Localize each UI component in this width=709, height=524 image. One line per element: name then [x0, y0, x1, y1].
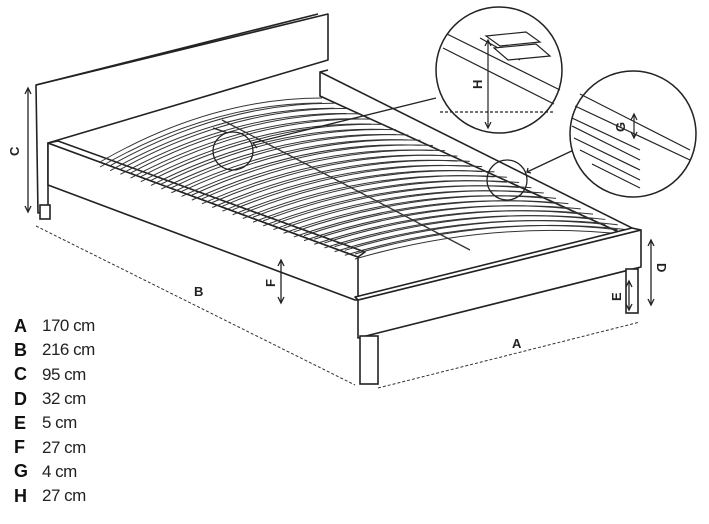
label-c: C: [7, 146, 22, 156]
slat: [130, 118, 359, 179]
slat: [171, 139, 409, 194]
slat: [99, 97, 323, 163]
slat: [201, 149, 446, 200]
slat: [354, 224, 631, 255]
slat: [191, 144, 433, 196]
slat: [181, 139, 421, 192]
dimension-labels: C B A F D E G H: [7, 80, 669, 351]
legend-value: 32 cm: [42, 389, 86, 409]
legend-value: 95 cm: [42, 364, 86, 384]
legend-row: G 4 cm: [14, 460, 154, 484]
slat: [120, 113, 347, 175]
slat: [334, 220, 606, 253]
slat: [150, 128, 384, 186]
slat: [344, 225, 618, 256]
legend-value: 170 cm: [42, 316, 95, 336]
legend-row: H 27 cm: [14, 484, 154, 508]
slat: [212, 154, 458, 203]
legend-letter: E: [14, 412, 27, 433]
slat: [283, 190, 544, 229]
label-a: A: [512, 336, 522, 351]
slat: [354, 229, 631, 260]
slat: [324, 210, 594, 244]
legend-value: 5 cm: [42, 413, 77, 433]
legend-row: A 170 cm: [14, 314, 154, 338]
legend-letter: D: [14, 388, 27, 409]
legend-letter: F: [14, 437, 25, 458]
detail-circle-g: [569, 70, 697, 198]
slat: [334, 215, 606, 248]
legend-row: B 216 cm: [14, 338, 154, 362]
slat: [293, 195, 557, 233]
slat: [140, 118, 372, 178]
slat: [171, 134, 409, 189]
slat: [314, 205, 581, 240]
legend-value: 27 cm: [42, 486, 86, 506]
legend-letter: A: [14, 315, 27, 336]
slat: [232, 165, 483, 211]
slat: [160, 133, 396, 190]
detail-callouts: [212, 97, 579, 201]
left-side-rail: [47, 140, 366, 301]
legend-letter: H: [14, 485, 27, 506]
slat: [130, 113, 359, 174]
legend-value: 4 cm: [42, 461, 77, 481]
label-b: B: [194, 284, 203, 299]
slat: [109, 107, 335, 172]
legend-value: 27 cm: [42, 437, 86, 457]
legend-letter: C: [14, 364, 27, 385]
legend-row: C 95 cm: [14, 363, 154, 387]
label-g: G: [613, 122, 628, 132]
slat-base: [99, 97, 631, 260]
footboard: [354, 227, 642, 339]
label-d: D: [654, 263, 669, 272]
slat: [242, 170, 495, 214]
legend-row: E 5 cm: [14, 411, 154, 435]
slat: [99, 102, 323, 168]
slat: [344, 220, 618, 251]
legend-row: F 27 cm: [14, 435, 154, 459]
legend-value: 216 cm: [42, 340, 95, 360]
slat: [109, 102, 335, 167]
legend-letter: G: [14, 461, 29, 482]
slat: [120, 108, 347, 170]
label-e: E: [609, 292, 624, 301]
slat: [150, 123, 384, 181]
label-h: H: [470, 80, 485, 89]
dimension-arrows: [24, 86, 655, 312]
dimension-legend: A 170 cm B 216 cm C 95 cm D 32 cm E 5 cm…: [14, 314, 154, 508]
slat: [273, 185, 532, 226]
label-f: F: [263, 279, 278, 287]
slat: [160, 128, 396, 185]
center-beam: [221, 119, 471, 251]
dimension-lines: [35, 225, 641, 389]
detail-circle-h: [435, 6, 563, 134]
slat: [252, 175, 507, 218]
slat: [303, 200, 569, 237]
slat: [222, 159, 470, 207]
legend-letter: B: [14, 339, 27, 360]
legend-row: D 32 cm: [14, 387, 154, 411]
